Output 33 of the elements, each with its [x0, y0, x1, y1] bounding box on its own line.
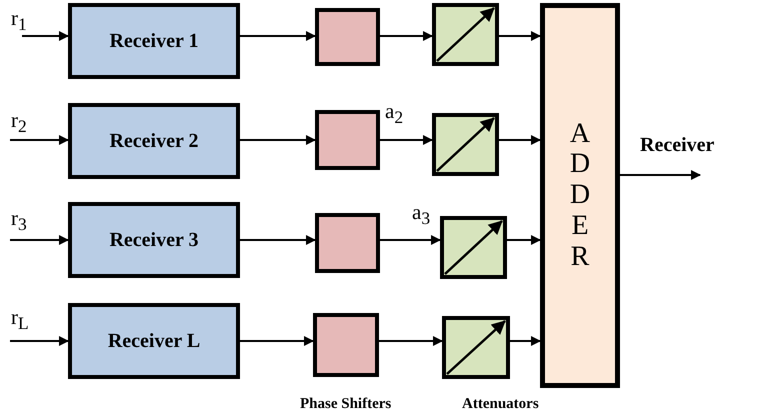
arrow	[240, 135, 316, 145]
block-label: Receiver 2	[109, 130, 199, 152]
block-label: Receiver 3	[109, 228, 199, 252]
arrow	[240, 336, 314, 346]
arrow	[10, 235, 69, 245]
block-label: Receiver L	[108, 330, 200, 352]
arrow	[10, 135, 69, 145]
arrow	[620, 170, 701, 180]
arrow	[507, 235, 541, 245]
arrow	[240, 235, 316, 245]
arrow	[510, 336, 541, 346]
arrow	[10, 336, 69, 346]
receiver-box	[68, 3, 240, 79]
block-title: ADDER	[568, 118, 592, 272]
arrow	[240, 31, 316, 41]
adder-box	[540, 3, 620, 388]
phase-shifter-box	[315, 8, 380, 66]
column-caption: Phase Shifters	[300, 396, 392, 413]
arrow	[380, 31, 433, 41]
phase-shifter-box	[315, 110, 380, 170]
block-label: Receiver 1	[109, 30, 199, 52]
phase-shifter-box	[315, 213, 380, 273]
arrow	[22, 31, 69, 41]
receiver-box	[68, 202, 240, 278]
arrow	[499, 31, 541, 41]
receiver-box	[68, 103, 240, 179]
arrow	[499, 135, 541, 145]
arrow	[380, 135, 433, 145]
column-caption: Attenuators	[462, 396, 539, 413]
arrow	[379, 336, 443, 346]
receiver-box	[68, 303, 240, 379]
arrow	[380, 235, 441, 245]
phase-shifter-box	[313, 313, 379, 377]
